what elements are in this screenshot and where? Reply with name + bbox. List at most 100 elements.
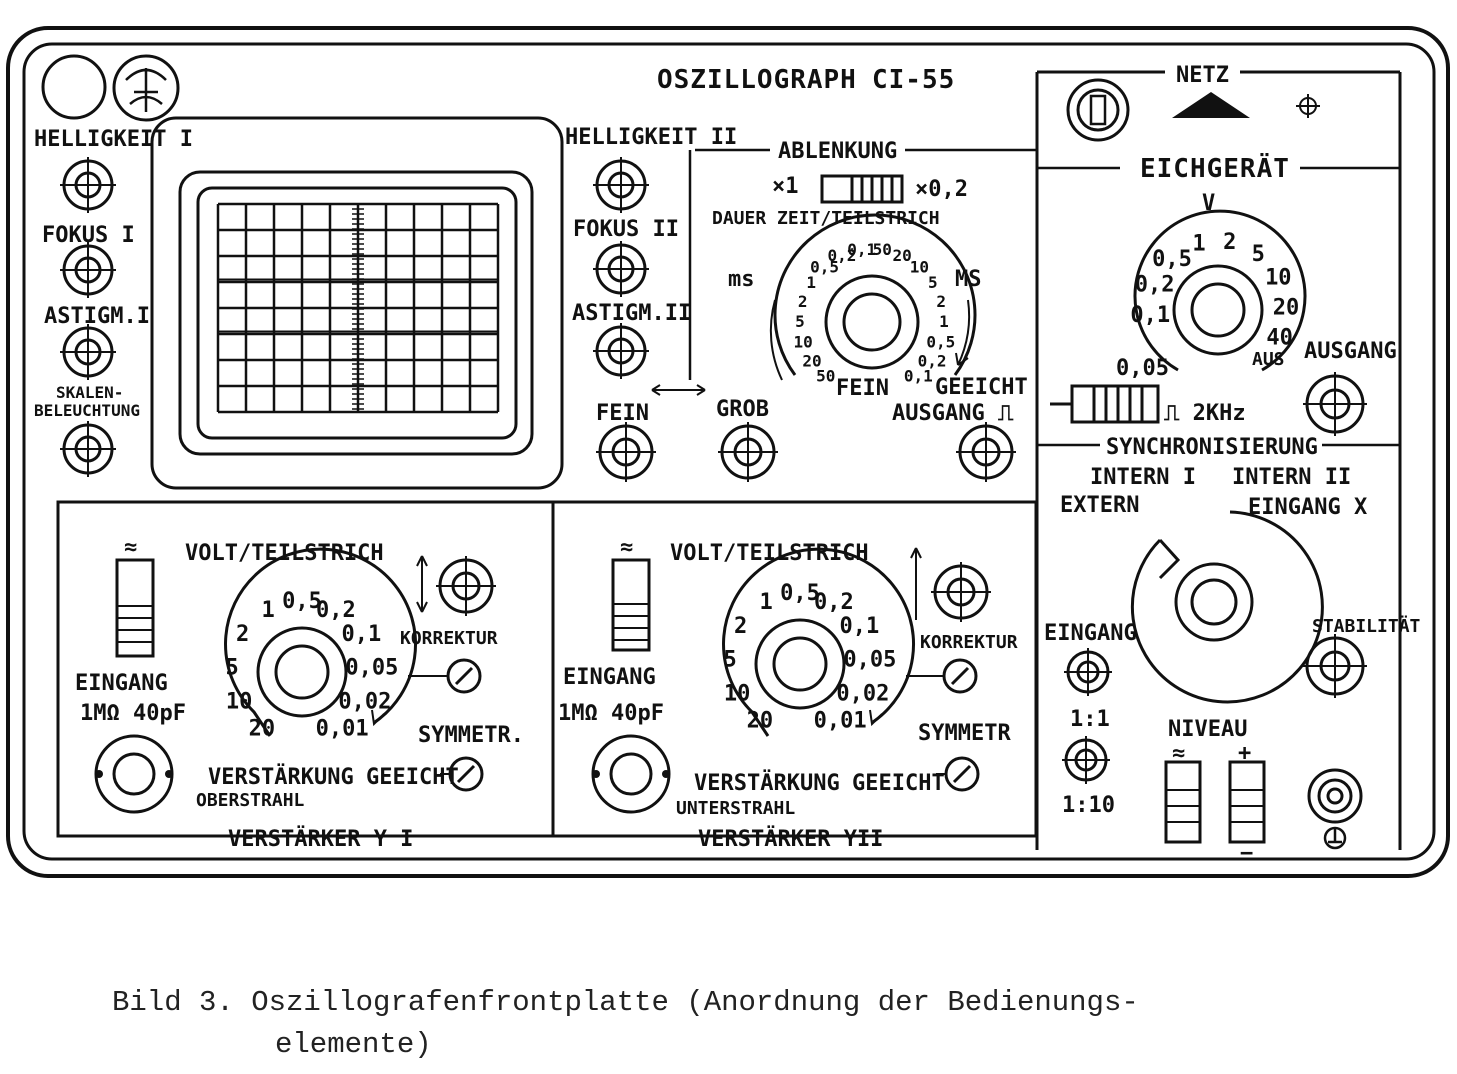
label-eingang-x: EINGANG X <box>1248 495 1367 520</box>
knob-stabilitaet[interactable] <box>1303 634 1367 698</box>
amp1-label-eingang: EINGANG <box>75 671 168 696</box>
amp2-footer: VERSTÄRKER YII <box>698 826 883 852</box>
knob-position-fein[interactable] <box>596 422 656 482</box>
knob-helligkeit-2[interactable] <box>593 157 649 213</box>
label-netz: NETZ <box>1176 63 1229 88</box>
panel-title: OSZILLOGRAPH <box>657 65 857 95</box>
socket-sync-eingang[interactable] <box>1064 648 1112 696</box>
amp2-label-korrektur: KORREKTUR <box>920 632 1018 653</box>
dial-scale-label: 50 <box>873 240 892 259</box>
crt-trace <box>217 330 497 334</box>
sweep-arrow-icon[interactable] <box>955 299 971 366</box>
amp2-trimmer-geeicht[interactable] <box>936 756 980 792</box>
arrow-horizontal-icon <box>651 384 706 396</box>
knob-fokus-2[interactable] <box>593 241 649 297</box>
amp2-label-symmetr: SYMMETR <box>918 721 1011 746</box>
socket-ausgang-saegezahn[interactable] <box>956 422 1016 482</box>
dial-scale-label: 5 <box>928 273 938 292</box>
amp1-label-korrektur: KORREKTUR <box>400 628 498 649</box>
amp2-label-verstaerkung: VERSTÄRKUNG <box>694 770 840 796</box>
sweep-arc-left <box>769 299 783 381</box>
label-fein-sweep: FEIN <box>836 376 889 401</box>
amp2-label-geeicht: GEEICHT <box>852 771 945 796</box>
socket-eich-ausgang[interactable] <box>1303 372 1367 436</box>
label-ausgang-saegezahn: AUSGANG ⎍ <box>892 401 1014 426</box>
caption-line-2: elemente) <box>275 1028 432 1061</box>
label-dauer-zeit-teilstrich: DAUER ZEIT/TEILSTRICH <box>712 208 940 229</box>
knob-astigm-1[interactable] <box>60 324 116 380</box>
amp1-label-geeicht: GEEICHT <box>366 765 459 790</box>
amp2-socket-eingang[interactable] <box>591 734 671 814</box>
label-niveau-minus: − <box>1240 841 1253 866</box>
knob-zeit-teilstrich[interactable] <box>824 274 920 370</box>
dial-scale-label: 0,01 <box>316 716 369 741</box>
switch-niveau-ac[interactable] <box>1164 760 1202 844</box>
label-ms-left: ms <box>728 267 755 292</box>
label-geeicht-sweep: GEEICHT <box>935 375 1028 400</box>
dial-scale-label: 0,2 <box>814 590 854 615</box>
knob-position-grob[interactable] <box>718 422 778 482</box>
amp1-arrow-icon <box>371 709 385 727</box>
label-eich-unit: V <box>1202 191 1215 216</box>
amp2-switch-coupling[interactable] <box>611 558 651 652</box>
dial-scale-label: 0,1 <box>839 614 879 639</box>
amp1-label-impedance: 1MΩ 40pF <box>80 701 186 726</box>
caption-line-1: Bild 3. Oszillografenfrontplatte (Anordn… <box>112 986 1139 1019</box>
dial-scale-label: 1 <box>806 273 816 292</box>
knob-sync-selector[interactable] <box>1174 562 1254 642</box>
dial-scale-label: 0,2 <box>1135 272 1175 297</box>
knob-skalenbeleuchtung[interactable] <box>60 421 116 477</box>
amp1-switch-coupling[interactable] <box>115 558 155 658</box>
dial-scale-label: 1 <box>939 312 949 331</box>
sweep-dial-outline <box>773 213 977 376</box>
amp1-trimmer-geeicht[interactable] <box>440 756 484 792</box>
amp2-dial-outline <box>722 547 915 737</box>
label-ratio-1-10: 1:10 <box>1062 793 1115 818</box>
dial-scale-label: 0,5 <box>810 257 839 276</box>
label-eich-freq: ⎍ 2KHz <box>1164 401 1246 426</box>
label-skalen-2: BELEUCHTUNG <box>34 401 140 420</box>
label-astigm-2: ASTIGM.II <box>572 301 691 326</box>
switch-x1-x02[interactable] <box>820 174 904 204</box>
label-ratio-1-1: 1:1 <box>1070 707 1110 732</box>
dial-scale-label: 0,1 <box>341 622 381 647</box>
amp1-section: ≈ VOLT/TEILSTRICH EINGANG 1MΩ 40pF 20105… <box>58 535 553 852</box>
housing-outer <box>6 26 1450 878</box>
dial-scale-label: 0,05 <box>345 655 398 680</box>
switch-ratio[interactable] <box>1062 736 1110 784</box>
label-x02: ×0,2 <box>915 177 968 202</box>
dial-scale-label: 0,02 <box>338 690 391 715</box>
amp1-knob-volt[interactable] <box>256 626 348 718</box>
dial-scale-label: 10 <box>794 333 813 352</box>
netz-indicator-triangle <box>1172 92 1250 118</box>
amp1-knob-position[interactable] <box>436 556 496 616</box>
knob-eichgeraet[interactable] <box>1172 264 1264 356</box>
dial-scale-label: 0,5 <box>282 589 322 614</box>
amp2-label-ac: ≈ <box>620 535 633 560</box>
ground-terminal[interactable] <box>1307 768 1363 824</box>
label-fokus-2: FOKUS II <box>573 217 679 242</box>
label-synchronisierung: SYNCHRONISIERUNG <box>1106 435 1318 460</box>
switch-eich-range[interactable] <box>1050 384 1160 424</box>
knob-fokus-1[interactable] <box>60 242 116 298</box>
amp2-knob-position[interactable] <box>931 562 991 622</box>
amp1-label-verstaerkung: VERSTÄRKUNG <box>208 764 354 790</box>
switch-netz[interactable] <box>1066 78 1130 142</box>
label-eich-aus: AUS <box>1252 349 1285 370</box>
switch-niveau-polarity[interactable] <box>1228 760 1266 844</box>
amp2-label-impedance: 1MΩ 40pF <box>558 701 664 726</box>
amp2-trimmer-korrektur[interactable] <box>906 658 978 694</box>
knob-helligkeit-1[interactable] <box>60 157 116 213</box>
label-niveau-plus: + <box>1238 741 1251 766</box>
label-fein-position: FEIN <box>596 401 649 426</box>
dial-scale-label: 20 <box>802 351 821 370</box>
amp1-trimmer-korrektur[interactable] <box>408 658 482 694</box>
label-niveau-ac: ≈ <box>1172 741 1185 766</box>
label-intern-1: INTERN I <box>1090 465 1196 490</box>
knob-astigm-2[interactable] <box>593 323 649 379</box>
amp1-socket-eingang[interactable] <box>94 734 174 814</box>
amp2-knob-volt[interactable] <box>754 618 846 710</box>
amp1-label-symmetr: SYMMETR. <box>418 723 524 748</box>
